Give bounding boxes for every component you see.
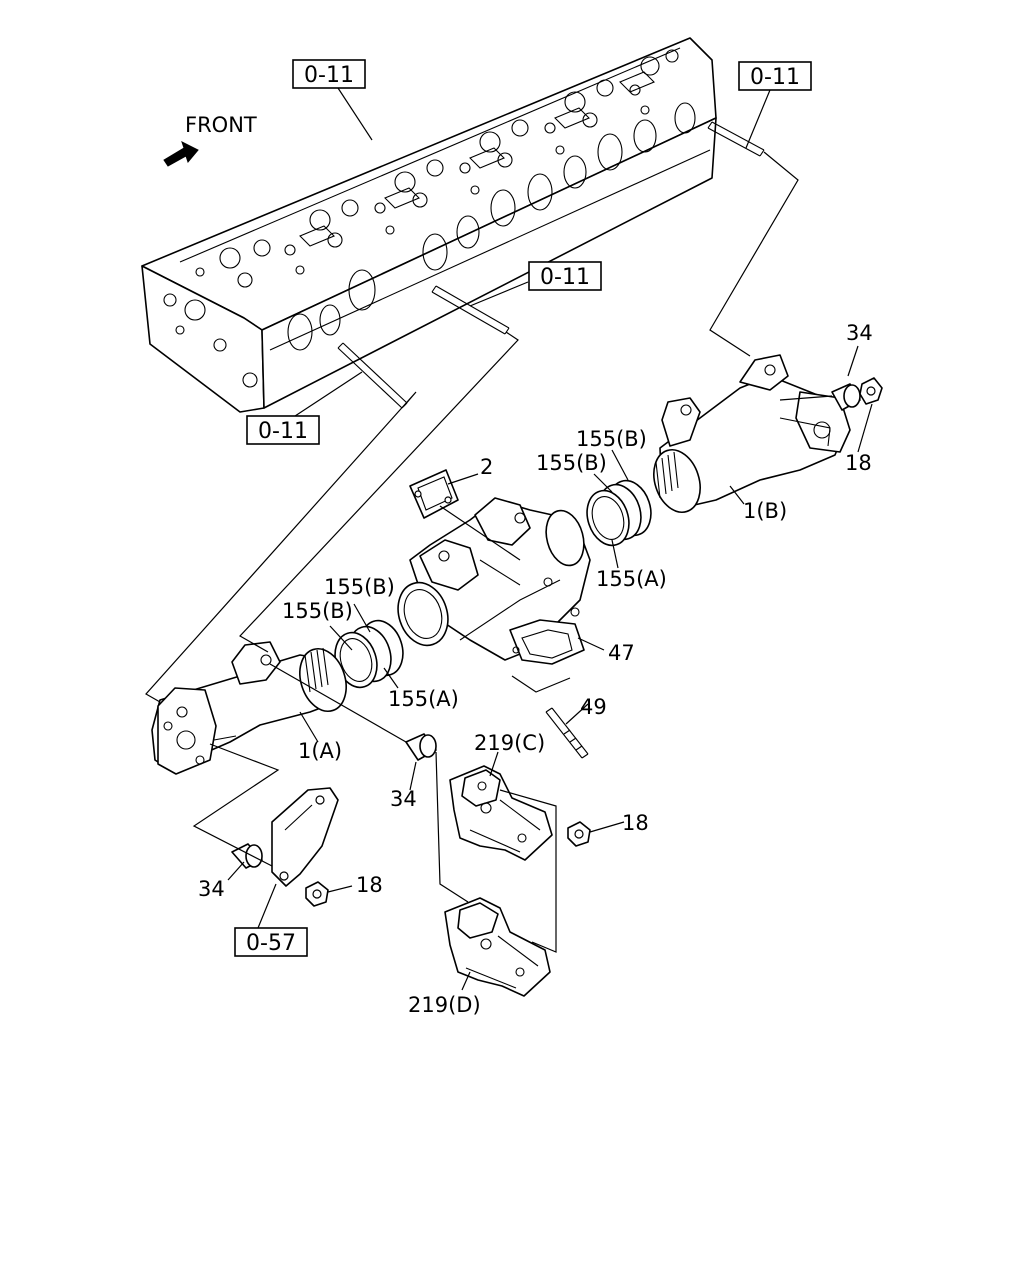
ref-box-top-right: 0-11 [738,61,812,91]
ref-box-top-left: 0-11 [292,59,366,89]
front-label: FRONT [185,113,257,137]
callout-18: 18 [845,451,872,475]
bushing-34-center [405,733,437,761]
stud-rear [707,121,765,157]
nut-18-rear [859,377,883,405]
ref-box-label: 0-11 [540,265,590,290]
stud-middle [431,285,510,335]
callout-155b: 155(B) [536,451,607,475]
callout-34: 34 [846,321,873,345]
bracket-057 [271,787,339,887]
ref-box-label: 0-57 [246,931,296,956]
front-arrow-icon [163,141,199,167]
callout-219c: 219(C) [474,731,545,755]
gasket-2 [409,469,459,519]
callout-155b: 155(B) [282,599,353,623]
ref-box-label: 0-11 [750,65,800,90]
center-manifold [397,497,591,665]
ref-box-label: 0-11 [258,419,308,444]
leader-lines [145,87,873,991]
cylinder-head [141,37,717,413]
callout-47: 47 [608,641,635,665]
manifold-front-1a [151,641,347,775]
callout-155b: 155(B) [576,427,647,451]
callout-49: 49 [580,695,607,719]
callout-155a: 155(A) [388,687,459,711]
bracket-219d [444,897,551,997]
callout-labels: 34 18 2 155(B) 155(B) 1(B) 155(A) 155(B)… [198,321,873,1017]
callout-1a: 1(A) [298,739,342,763]
callout-155a: 155(A) [596,567,667,591]
nut-18-front [305,881,329,907]
callout-34: 34 [198,877,225,901]
ref-box-middle: 0-11 [528,261,602,291]
callout-1b: 1(B) [743,499,787,523]
nut-18-center [567,821,591,847]
bushing-34-rear [831,383,861,411]
seal-rings-front [334,619,404,689]
stud-49 [545,707,589,759]
callout-18: 18 [622,811,649,835]
callout-18: 18 [356,873,383,897]
callout-34: 34 [390,787,417,811]
callout-219d: 219(D) [408,993,481,1017]
seal-rings-rear [586,479,652,547]
ref-box-bottom: 0-57 [234,927,308,957]
ref-box-label: 0-11 [304,63,354,88]
callout-155b: 155(B) [324,575,395,599]
bracket-219c [449,765,553,861]
callout-2: 2 [480,455,493,479]
ref-box-lower-left: 0-11 [246,415,320,445]
manifold-rear-1b [653,354,851,513]
